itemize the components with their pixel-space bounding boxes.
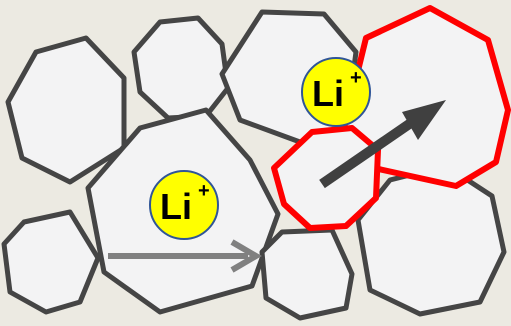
lithium-ion-top: Li + [301, 57, 371, 127]
ion-path-arrow-diagonal [319, 113, 421, 189]
particle-top-small [131, 15, 231, 121]
particle-bottom-right [355, 163, 507, 317]
ion-charge: + [198, 180, 210, 202]
ion-path-arrow-horizontal-head [230, 239, 262, 273]
particle-bottom-left [1, 209, 101, 315]
ion-circle [301, 57, 371, 127]
particle-bottom-middle [259, 227, 355, 321]
lithium-ion-center: Li + [149, 170, 219, 240]
particle-left-top [5, 35, 127, 185]
ion-symbol: Li [160, 186, 192, 227]
ion-circle [149, 170, 219, 240]
ion-path-arrow-diagonal-head [402, 100, 446, 140]
ion-symbol: Li [312, 73, 344, 114]
ion-charge: + [350, 67, 362, 89]
